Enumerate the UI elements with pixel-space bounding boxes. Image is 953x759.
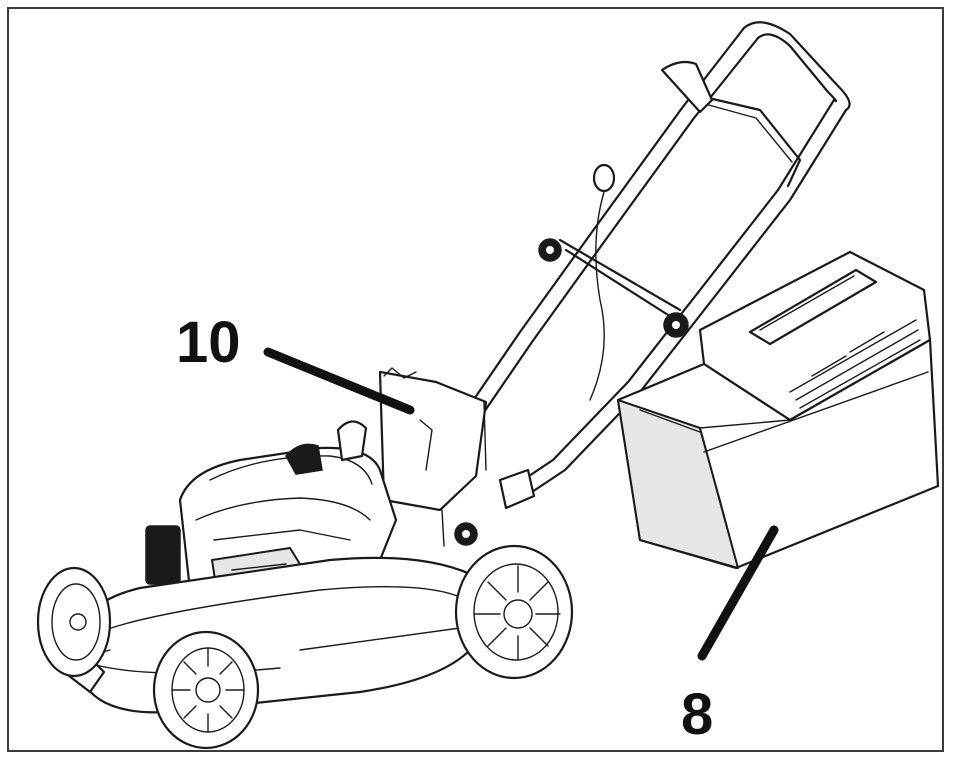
leader-line-10 bbox=[263, 347, 415, 415]
handle-knob-upper-left bbox=[538, 238, 562, 262]
callout-number-8: 8 bbox=[681, 682, 714, 747]
mower-handle bbox=[454, 21, 851, 546]
grass-catcher bbox=[616, 250, 940, 570]
leader-line-8 bbox=[697, 525, 779, 661]
handle-knob-upper-right bbox=[663, 312, 689, 338]
front-right-wheel bbox=[152, 630, 260, 750]
illustration-frame bbox=[7, 7, 944, 752]
rear-right-wheel bbox=[454, 544, 574, 680]
front-left-wheel bbox=[36, 566, 112, 678]
callout-number-10: 10 bbox=[176, 310, 241, 375]
handle-knob-lower bbox=[454, 522, 478, 546]
mower-deck bbox=[61, 556, 492, 714]
